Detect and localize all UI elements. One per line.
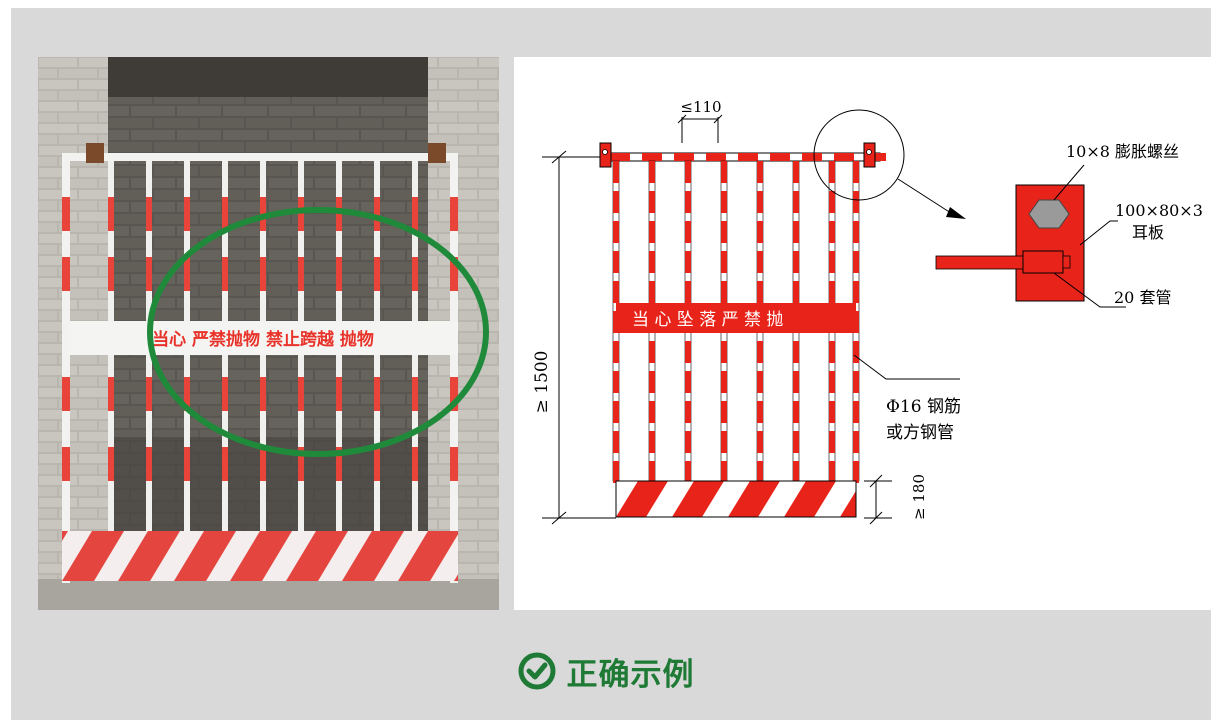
construction-drawing: ≤110 ≥ 1500 当 心 坠 落 严 禁 抛 ≥ 180 [514,57,1211,610]
detail-rail-tube [935,255,1025,270]
spacing-dimension-label: ≤110 [680,98,721,116]
check-circle-icon [518,652,555,690]
bolt-spec-label: 10×8 膨胀螺丝 [1066,142,1179,161]
bolt-hex-icon [1028,199,1070,229]
drawing-base-stripes [616,481,856,517]
top-rail [610,153,886,161]
guardrail-photo-illustration: 当心 严禁抛物 禁止跨越 抛物 [38,57,499,610]
photo-banner-text: 当心 严禁抛物 禁止跨越 抛物 [152,329,374,350]
base-dimension-label: ≥ 180 [910,474,928,520]
right-ear-plate [863,142,876,168]
caption: 正确示例 [0,648,1211,694]
caption-text: 正确示例 [566,656,695,693]
bar-spec-label-2: 或方钢管 [886,423,954,443]
bar-spec-label-1: Φ16 钢筋 [886,397,961,417]
height-dimension-label: ≥ 1500 [532,351,552,414]
detail-sleeve [1022,250,1064,274]
drawing-banner-text: 当 心 坠 落 严 禁 抛 [632,310,783,330]
photo-base-stripes [62,531,458,581]
highlight-ellipse [147,207,489,457]
drawing-warning-banner [616,303,856,333]
left-ear-plate [599,142,612,168]
plate-spec-label-1: 100×80×3 [1115,201,1203,220]
photo-warning-banner [68,321,458,355]
plate-spec-label-2: 耳板 [1132,223,1164,242]
sleeve-spec-label: 20 套管 [1114,288,1171,307]
guardrail-drawing: ≤110 ≥ 1500 当 心 坠 落 严 禁 抛 ≥ 180 [532,98,1203,525]
detail-callout-circle [813,109,905,201]
detail-arrow-icon [946,207,966,219]
site-photo: 当心 严禁抛物 禁止跨越 抛物 [38,57,499,610]
